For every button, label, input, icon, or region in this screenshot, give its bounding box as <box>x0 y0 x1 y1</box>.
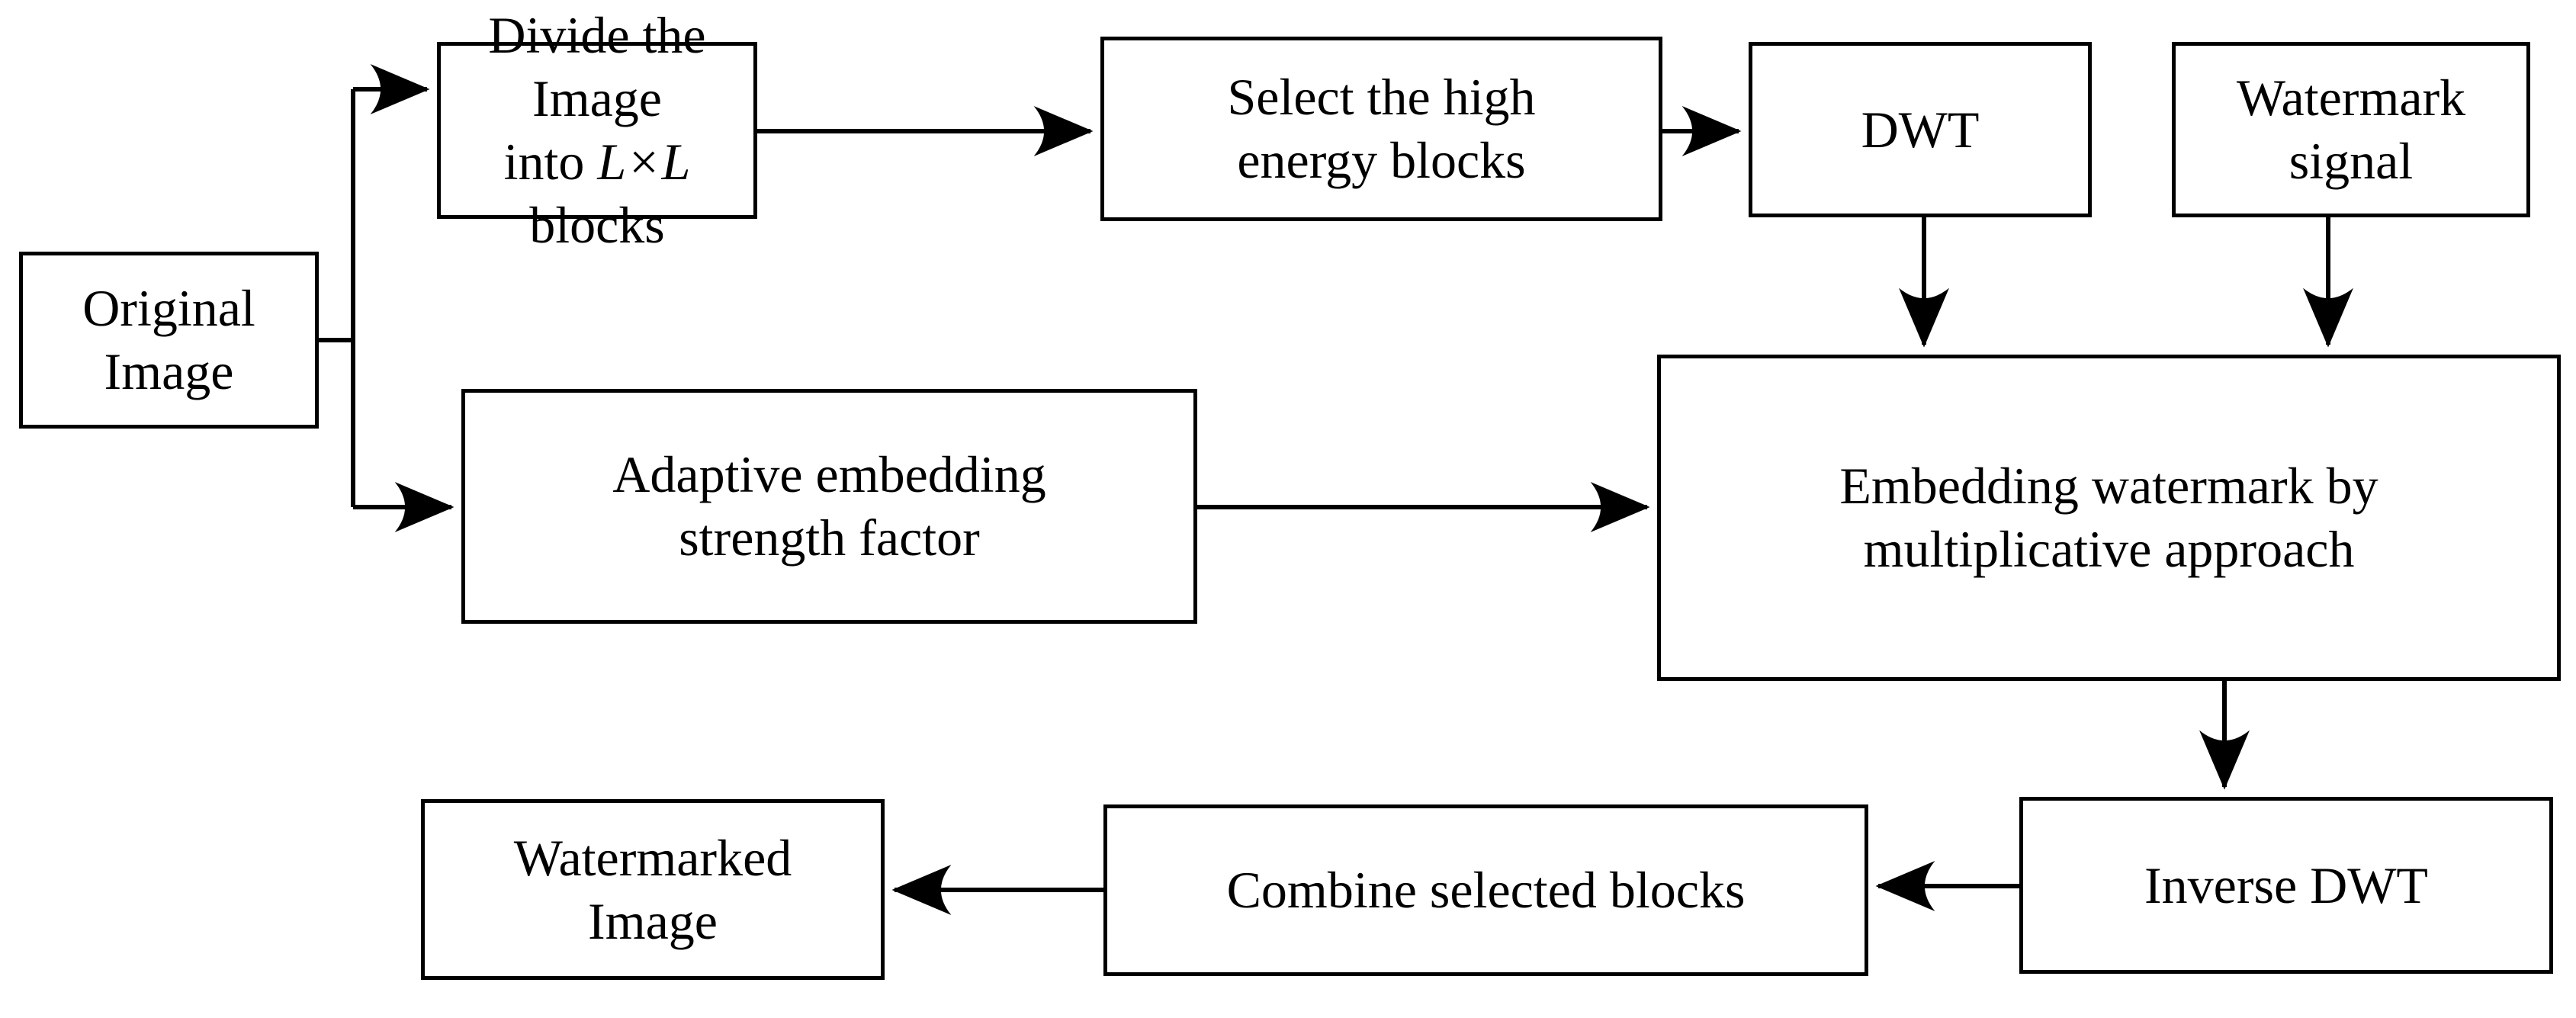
divide-image-var-L2: L <box>661 133 691 191</box>
node-dwt-label: DWT <box>1861 100 1980 159</box>
node-dwt[interactable]: DWT <box>1749 42 2092 217</box>
adaptive-embedding-line-2: strength factor <box>679 509 980 567</box>
select-high-energy-line-2: energy blocks <box>1237 131 1526 189</box>
node-inverse-dwt-label: Inverse DWT <box>2144 856 2428 914</box>
original-image-line-2: Image <box>104 342 234 400</box>
embedding-watermark-line-1: Embedding watermark by <box>1839 457 2378 515</box>
watermark-signal-line-2: signal <box>2289 132 2414 190</box>
divide-image-line-2-pre: into <box>503 133 598 191</box>
node-combine-blocks-label: Combine selected blocks <box>1226 861 1746 920</box>
divide-image-times-symbol: × <box>629 133 659 191</box>
divide-image-line-1: Divide the Image <box>488 6 706 128</box>
adaptive-embedding-line-1: Adaptive embedding <box>612 445 1046 504</box>
original-image-line-1: Original <box>82 279 255 338</box>
watermarked-image-line-2: Image <box>588 891 718 950</box>
embedding-watermark-line-2: multiplicative approach <box>1863 520 2355 578</box>
divide-image-line-2-post: blocks <box>529 195 665 254</box>
watermarked-image-line-1: Watermarked <box>513 828 792 887</box>
watermark-signal-line-1: Watermark <box>2236 69 2466 127</box>
select-high-energy-line-1: Select the high <box>1227 68 1536 127</box>
node-combine-selected-blocks[interactable]: Combine selected blocks <box>1103 804 1868 976</box>
divide-image-var-L1: L <box>597 133 627 191</box>
node-inverse-dwt[interactable]: Inverse DWT <box>2019 797 2553 974</box>
